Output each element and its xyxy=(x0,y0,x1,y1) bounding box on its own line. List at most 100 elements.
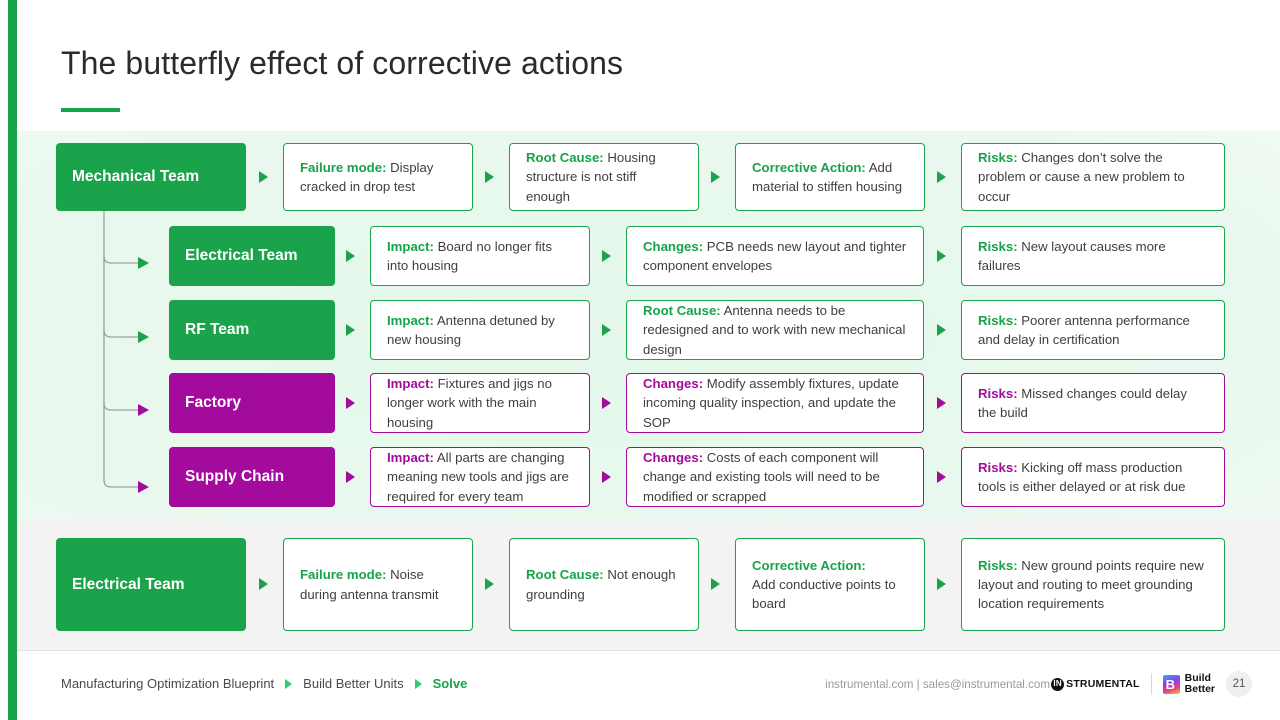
card-label: Risks: xyxy=(978,238,1018,254)
arrow-icon xyxy=(602,471,611,483)
team-box-mechanical[interactable]: Mechanical Team xyxy=(56,143,246,211)
card-text: Kicking off mass production tools is eit… xyxy=(978,459,1186,494)
card-text: New ground points require new layout and… xyxy=(978,557,1204,612)
card-label: Corrective Action: xyxy=(752,557,866,573)
card-text: Not enough grounding xyxy=(526,567,676,602)
breadcrumb-item-2[interactable]: Build Better Units xyxy=(303,676,404,691)
page-title: The butterfly effect of corrective actio… xyxy=(61,45,624,81)
card-label: Root Cause: xyxy=(526,567,604,583)
card-text: PCB needs new layout and tighter compone… xyxy=(643,238,907,273)
flow-card-risks[interactable]: Risks: Changes don’t solve the problem o… xyxy=(961,143,1225,211)
arrow-icon xyxy=(711,578,720,590)
card-text: Fixtures and jigs no longer work with th… xyxy=(387,376,552,430)
flow-card-changes[interactable]: Changes: Costs of each component will ch… xyxy=(626,447,924,507)
team-box-electrical[interactable]: Electrical Team xyxy=(169,226,335,286)
card-label: Root Cause: xyxy=(643,303,721,319)
footer-divider xyxy=(17,650,1280,651)
arrow-icon xyxy=(259,578,268,590)
page-number: 21 xyxy=(1226,671,1252,697)
arrow-icon xyxy=(937,471,946,483)
arrow-icon xyxy=(937,397,946,409)
instrumental-mark-icon: IN xyxy=(1051,677,1065,691)
instrumental-logo: IN STRUMENTAL xyxy=(1051,677,1140,691)
left-accent-bar xyxy=(8,0,17,720)
arrow-icon xyxy=(346,471,355,483)
flow-card-risks[interactable]: Risks: New layout causes more failures xyxy=(961,226,1225,286)
card-label: Failure mode: xyxy=(300,567,387,583)
breadcrumb: Manufacturing Optimization Blueprint Bui… xyxy=(61,676,467,691)
team-label: Mechanical Team xyxy=(72,168,200,185)
flow-card-risks[interactable]: Risks: Kicking off mass production tools… xyxy=(961,447,1225,507)
card-text: Noise during antenna transmit xyxy=(300,567,439,602)
team-label: RF Team xyxy=(185,321,250,338)
card-text: Poorer antenna performance and delay in … xyxy=(978,312,1190,347)
arrow-icon xyxy=(346,324,355,336)
build-better-wordmark: Build Better xyxy=(1184,672,1215,695)
build-better-logo: B Build Better xyxy=(1162,672,1215,695)
flow-card-risks[interactable]: Risks: New ground points require new lay… xyxy=(961,538,1225,631)
card-text: Display cracked in drop test xyxy=(300,159,434,194)
card-label: Risks: xyxy=(978,385,1018,401)
card-label: Impact: xyxy=(387,450,434,466)
arrow-icon xyxy=(346,250,355,262)
team-box-factory[interactable]: Factory xyxy=(169,373,335,433)
build-better-mark-icon: B xyxy=(1162,674,1180,694)
flow-card-failure-mode[interactable]: Failure mode: Noise during antenna trans… xyxy=(283,538,473,631)
flow-card-corrective-action[interactable]: Corrective Action: Add material to stiff… xyxy=(735,143,925,211)
card-text: Add conductive points to board xyxy=(752,576,896,612)
flow-card-root-cause[interactable]: Root Cause: Not enough grounding xyxy=(509,538,699,631)
contact-info: instrumental.com | sales@instrumental.co… xyxy=(825,678,1050,691)
card-label: Failure mode: xyxy=(300,159,387,175)
card-label: Impact: xyxy=(387,376,434,392)
flow-card-corrective-action[interactable]: Corrective Action: Add conductive points… xyxy=(735,538,925,631)
team-label: Electrical Team xyxy=(185,247,298,264)
card-text: Changes don’t solve the problem or cause… xyxy=(978,150,1185,204)
flow-card-changes[interactable]: Changes: PCB needs new layout and tighte… xyxy=(626,226,924,286)
flow-card-failure-mode[interactable]: Failure mode: Display cracked in drop te… xyxy=(283,143,473,211)
arrow-icon xyxy=(259,171,268,183)
team-box-electrical-secondary[interactable]: Electrical Team xyxy=(56,538,246,631)
card-label: Impact: xyxy=(387,312,434,328)
team-box-rf[interactable]: RF Team xyxy=(169,300,335,360)
flow-card-risks[interactable]: Risks: Missed changes could delay the bu… xyxy=(961,373,1225,433)
team-label: Factory xyxy=(185,394,241,411)
flow-card-root-cause[interactable]: Root Cause: Antenna needs to be redesign… xyxy=(626,300,924,360)
flow-card-impact[interactable]: Impact: Board no longer fits into housin… xyxy=(370,226,590,286)
card-label: Root Cause: xyxy=(526,150,604,166)
card-label: Changes: xyxy=(643,238,704,254)
arrow-icon xyxy=(602,250,611,262)
breadcrumb-item-3[interactable]: Solve xyxy=(432,676,468,691)
card-text: Costs of each component will change and … xyxy=(643,450,880,504)
logo-divider xyxy=(1150,673,1152,695)
flow-card-impact[interactable]: Impact: Fixtures and jigs no longer work… xyxy=(370,373,590,433)
team-label: Electrical Team xyxy=(72,575,185,593)
flow-card-risks[interactable]: Risks: Poorer antenna performance and de… xyxy=(961,300,1225,360)
card-text: Board no longer fits into housing xyxy=(387,238,552,273)
arrow-icon xyxy=(711,171,720,183)
card-text: Modify assembly fixtures, update incomin… xyxy=(643,376,899,430)
flow-card-impact[interactable]: Impact: Antenna detuned by new housing xyxy=(370,300,590,360)
tree-connector xyxy=(103,205,149,493)
arrow-icon xyxy=(485,578,494,590)
arrow-icon xyxy=(602,397,611,409)
team-box-supply-chain[interactable]: Supply Chain xyxy=(169,447,335,507)
card-text: Add material to stiffen housing xyxy=(752,159,903,194)
card-text: Housing structure is not stiff enough xyxy=(526,150,656,204)
build-better-line2: Better xyxy=(1184,683,1215,695)
card-label: Risks: xyxy=(978,312,1018,328)
card-text: All parts are changing meaning new tools… xyxy=(387,450,569,504)
arrow-icon xyxy=(937,578,946,590)
flow-card-impact[interactable]: Impact: All parts are changing meaning n… xyxy=(370,447,590,507)
flow-card-changes[interactable]: Changes: Modify assembly fixtures, updat… xyxy=(626,373,924,433)
flow-card-root-cause[interactable]: Root Cause: Housing structure is not sti… xyxy=(509,143,699,211)
chevron-right-icon xyxy=(414,678,422,689)
arrow-icon xyxy=(937,250,946,262)
card-label: Risks: xyxy=(978,459,1018,475)
instrumental-wordmark: STRUMENTAL xyxy=(1066,678,1140,690)
card-text: Missed changes could delay the build xyxy=(978,385,1187,420)
arrow-icon xyxy=(937,171,946,183)
title-underline xyxy=(61,108,120,112)
card-label: Risks: xyxy=(978,150,1018,166)
breadcrumb-item-1[interactable]: Manufacturing Optimization Blueprint xyxy=(61,676,275,691)
